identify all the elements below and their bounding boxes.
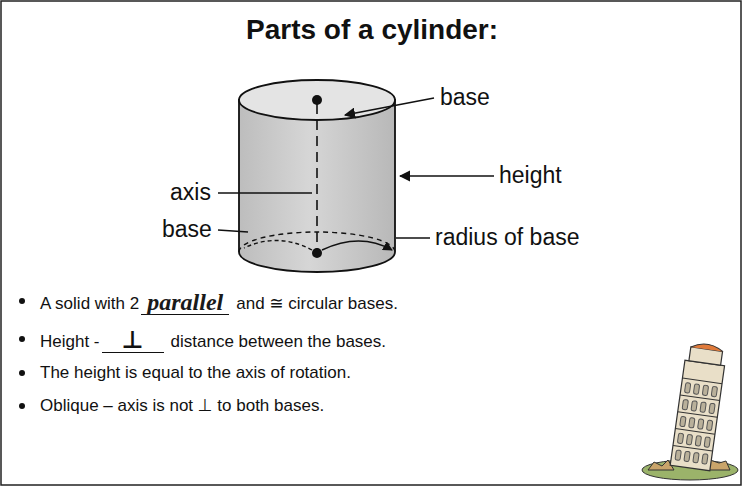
title: Parts of a cylinder: [246, 14, 498, 46]
tower-clipart [642, 341, 738, 480]
leader-line [400, 175, 494, 177]
bullet [19, 298, 25, 304]
part-label: height [497, 162, 564, 188]
bullet-line: The height is equal to the axis of rotat… [40, 362, 351, 384]
leader-line [345, 98, 434, 115]
part-label: base [438, 84, 492, 110]
leader-line [218, 192, 312, 194]
bullet-text: Oblique – axis is not ⊥ to both bases. [40, 395, 324, 417]
bullet [19, 370, 25, 376]
bullet-line: A solid with 2parallel and ≅ circular bas… [40, 290, 398, 315]
handwritten-answer: parallel [141, 290, 229, 315]
bullet-text: Height - [40, 331, 100, 353]
leader-line [396, 237, 430, 239]
handwritten-answer: ⊥ [102, 328, 164, 353]
bullet-text: distance between the bases. [171, 331, 386, 353]
axis-line [316, 104, 318, 250]
bullet-text: A solid with 2 [40, 293, 139, 315]
part-label: axis [168, 179, 213, 205]
part-label: base [160, 216, 214, 242]
radius-arrow [244, 240, 312, 250]
leader-line [218, 230, 248, 232]
bullet-line: Height -⊥ distance between the bases. [40, 328, 386, 353]
cylinder-body [239, 100, 395, 272]
radius-arrow [322, 241, 392, 250]
bullet-text: The height is equal to the axis of rotat… [40, 362, 351, 384]
center-dot [312, 248, 322, 258]
bullet-line: Oblique – axis is not ⊥ to both bases. [40, 395, 324, 417]
bullet-text: and ≅ circular bases. [236, 293, 398, 315]
part-label: radius of base [433, 224, 581, 250]
bullet [19, 403, 25, 409]
bullet [19, 336, 25, 342]
center-dot [312, 95, 322, 105]
